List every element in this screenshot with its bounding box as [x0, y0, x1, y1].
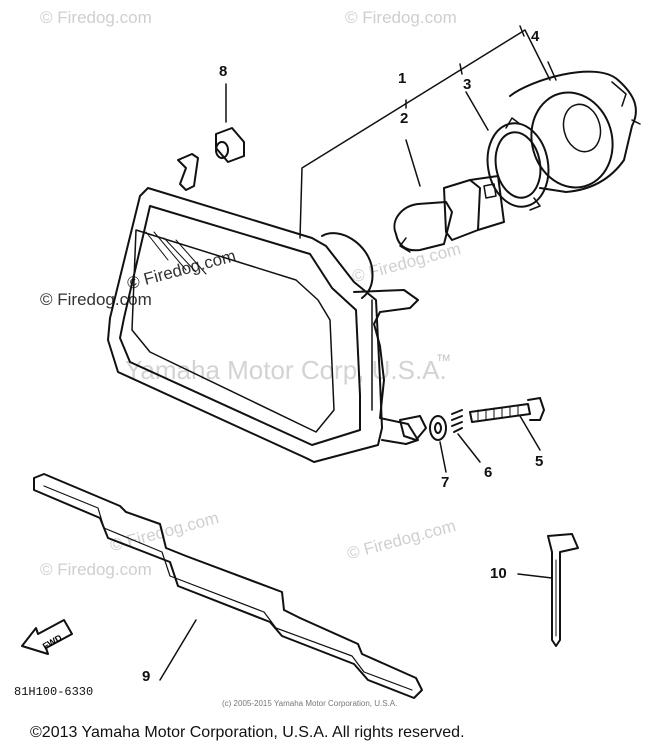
cable-tie-drawing: [517, 533, 579, 647]
callout-4: 4: [531, 28, 540, 45]
stay-bracket-drawing: [33, 473, 423, 699]
spring-drawing: [451, 409, 481, 463]
watermark-firedog: © Firedog.com: [40, 8, 152, 27]
callout-2: 2: [400, 110, 409, 127]
nut-drawing: [215, 83, 245, 163]
callout-1: 1: [398, 70, 407, 87]
diagram-code: 81H100-6330: [14, 685, 94, 699]
callout-9: 9: [142, 668, 151, 685]
small-copyright: (c) 2005-2015 Yamaha Motor Corporation, …: [222, 699, 398, 708]
callout-7: 7: [441, 474, 450, 491]
callout-5: 5: [535, 453, 544, 470]
trademark-mark: TM: [437, 353, 450, 363]
callout-10: 10: [490, 565, 507, 582]
washer-drawing: [429, 415, 447, 473]
forward-arrow: [21, 619, 73, 655]
socket-cover-drawing: [509, 61, 641, 193]
watermark-firedog: © Firedog.com: [345, 8, 457, 27]
bulb-drawing: [393, 139, 505, 253]
headlight-unit-drawing: [107, 153, 427, 463]
watermark-firedog: © Firedog.com: [40, 560, 152, 579]
callout-8: 8: [219, 63, 228, 80]
callout-6: 6: [484, 464, 493, 481]
watermark-yamaha: Yamaha Motor Corp, U.S.A.: [125, 355, 447, 385]
watermark-firedog: © Firedog.com: [40, 290, 152, 309]
footer-copyright: ©2013 Yamaha Motor Corporation, U.S.A. A…: [30, 724, 465, 741]
bulb-holder-drawing: [465, 91, 550, 211]
callout-3: 3: [463, 76, 472, 93]
screw-drawing: [469, 397, 545, 451]
